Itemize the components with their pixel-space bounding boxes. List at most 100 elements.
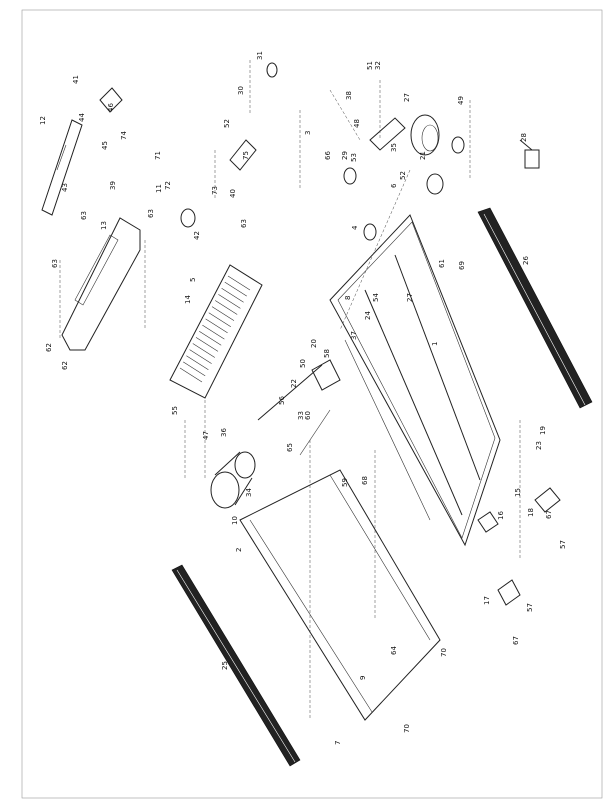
callout-7: 7 [334,741,342,745]
callout-32: 32 [374,61,382,70]
callout-63: 63 [80,211,88,220]
callout-53: 53 [350,153,358,162]
rear-roller-bracket [477,487,561,606]
main-frame [329,214,501,547]
callout-70: 70 [403,724,411,733]
grease-bottle [519,139,540,169]
side-rail-right [477,207,593,409]
left-bracket [41,119,83,216]
side-rail-left [171,564,301,767]
callout-5: 5 [189,278,197,282]
callout-22: 22 [290,379,298,388]
callout-16: 16 [497,511,505,520]
callout-50: 50 [299,359,307,368]
callout-41: 41 [72,75,80,84]
pcb-board [229,139,257,171]
callout-34: 34 [245,488,253,497]
callout-38: 38 [345,91,353,100]
callout-27: 27 [406,293,414,302]
callout-70: 70 [440,648,448,657]
callout-43: 43 [61,183,69,192]
belt-plate [99,87,123,113]
callout-19: 19 [539,426,547,435]
callout-49: 49 [457,96,465,105]
callout-67: 67 [512,636,520,645]
callout-54: 54 [372,293,380,302]
callout-12: 12 [39,116,47,125]
callout-11: 11 [155,184,163,193]
callout-59: 59 [341,478,349,487]
callout-18: 18 [527,508,535,517]
callout-72: 72 [164,181,172,190]
callout-4: 4 [351,225,359,230]
callout-10: 10 [231,516,239,525]
callout-2: 2 [235,548,243,552]
callout-63: 63 [240,219,248,228]
power-cord [410,114,440,156]
callout-15: 15 [514,488,522,497]
callout-67: 67 [545,510,553,519]
callout-75: 75 [242,151,250,160]
callout-56: 56 [278,396,286,405]
callout-62: 62 [45,343,53,352]
drive-motor [210,451,256,509]
callout-8: 8 [344,296,352,300]
callout-20: 20 [310,339,318,348]
callout-21: 21 [419,151,427,160]
callout-74: 74 [120,131,128,140]
callout-52: 52 [223,119,231,128]
callout-69: 69 [458,261,466,270]
callout-30: 30 [237,86,245,95]
callout-6: 6 [390,183,398,188]
callout-28: 28 [520,133,528,142]
callout-48: 48 [353,119,361,128]
callout-1: 1 [431,342,439,346]
callout-31: 31 [256,51,264,60]
callout-57: 57 [559,540,567,549]
callout-44: 44 [78,113,86,122]
callout-23: 23 [535,441,543,450]
callout-60: 60 [304,411,312,420]
callout-40: 40 [229,189,237,198]
callout-9: 9 [359,676,367,680]
callout-42: 42 [193,231,201,240]
callout-46: 46 [107,103,115,112]
callout-68: 68 [361,476,369,485]
callout-58: 58 [323,349,331,358]
callout-55: 55 [171,406,179,415]
callout-51: 51 [366,61,374,70]
callout-39: 39 [109,181,117,190]
callout-33: 33 [297,411,305,420]
callout-36: 36 [220,428,228,437]
callout-62: 62 [61,361,69,370]
control-box [369,117,406,151]
callout-61: 61 [438,259,446,268]
callout-29: 29 [341,151,349,160]
callout-71: 71 [154,151,162,160]
pulley [180,62,465,241]
callout-63: 63 [147,209,155,218]
callout-52: 52 [399,171,407,180]
callout-3: 3 [304,131,312,135]
callout-27: 27 [403,93,411,102]
callout-14: 14 [184,295,192,304]
incline-frame [239,469,441,721]
callout-37: 37 [350,331,358,340]
page-border [21,9,603,799]
motor-hood [61,217,141,351]
callout-47: 47 [202,431,210,440]
callout-13: 13 [100,221,108,230]
grille-cover [169,264,263,399]
incline-linkage [257,359,341,456]
callout-64: 64 [390,646,398,655]
callout-45: 45 [101,141,109,150]
callout-26: 26 [522,256,530,265]
callout-24: 24 [364,311,372,320]
callout-25: 25 [221,661,229,670]
callout-35: 35 [390,143,398,152]
callout-17: 17 [483,596,491,605]
callout-57: 57 [526,603,534,612]
